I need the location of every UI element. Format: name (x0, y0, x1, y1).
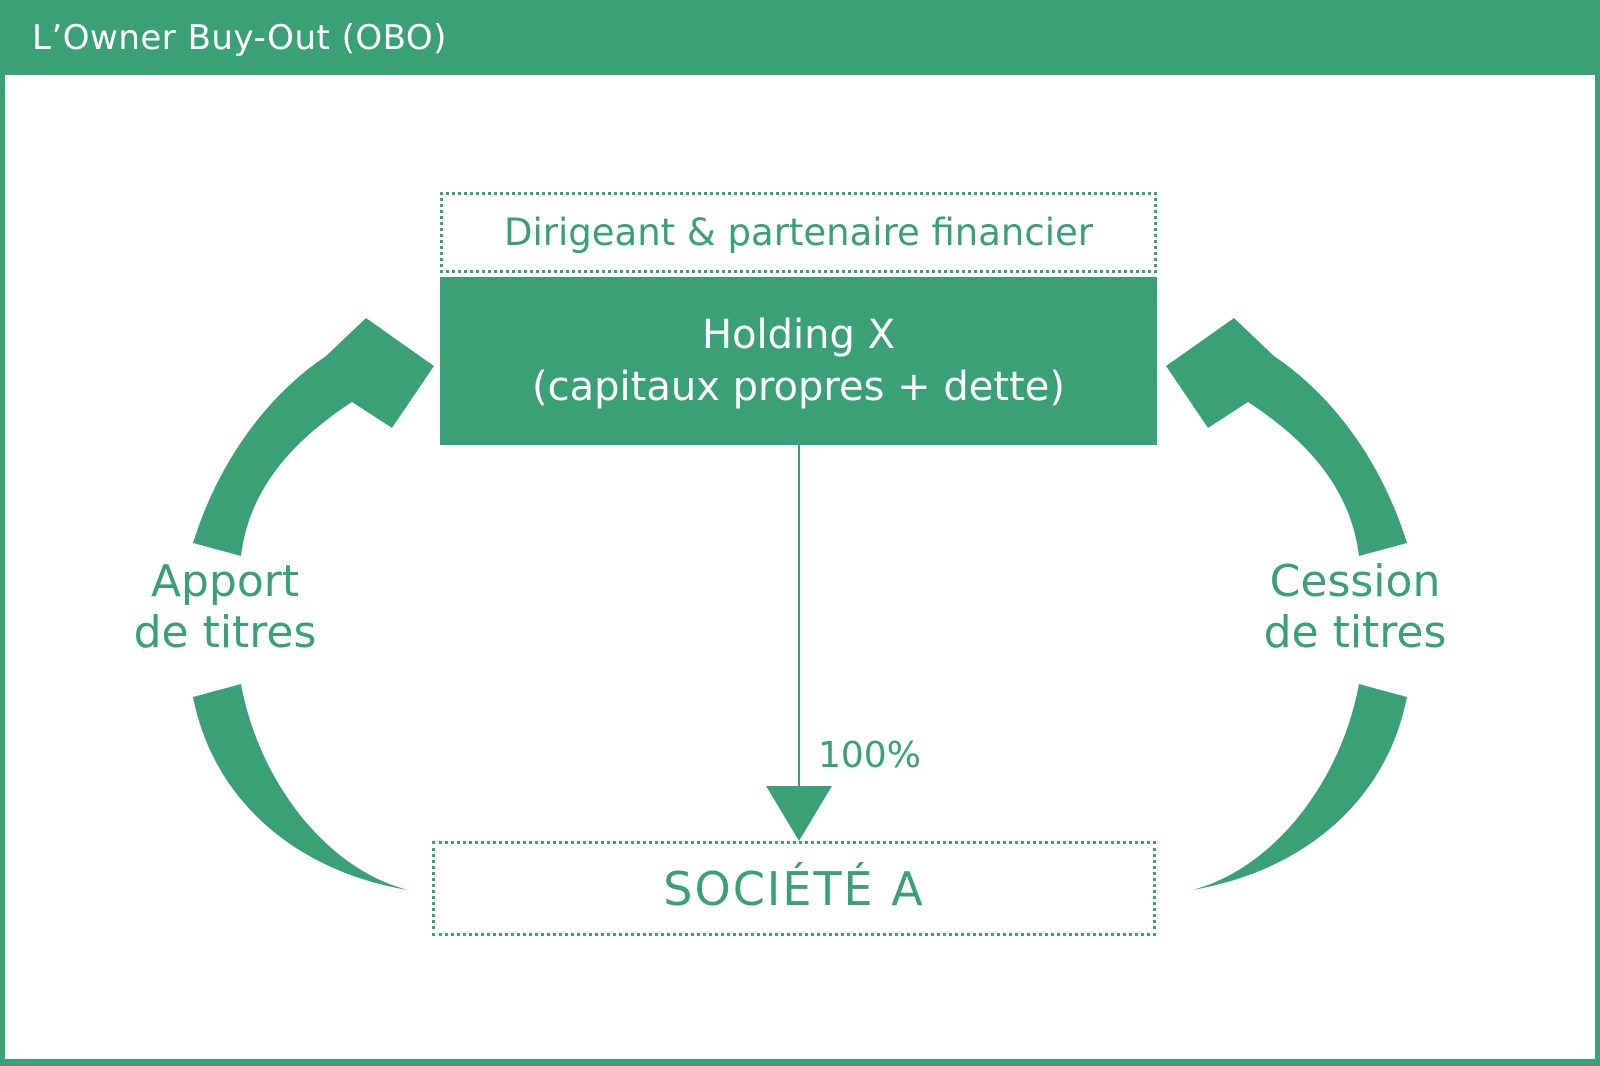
ownership-arrowhead-icon (766, 786, 832, 841)
cession-de-titres-label: Cession de titres (1225, 556, 1485, 658)
cession-label-line1: Cession (1269, 556, 1441, 607)
apport-label-line2: de titres (133, 607, 317, 659)
societe-a-label: SOCIÉTÉ A (663, 861, 925, 916)
dirigeant-partenaire-box: Dirigeant & partenaire financier (440, 192, 1157, 273)
apport-curved-arrow-icon (193, 318, 434, 890)
societe-a-box: SOCIÉTÉ A (432, 841, 1156, 936)
ownership-percentage-label: 100% (818, 735, 921, 776)
diagram-title: L’Owner Buy-Out (OBO) (32, 17, 447, 58)
cession-label-line2: de titres (1263, 607, 1447, 659)
holding-name: Holding X (701, 312, 896, 358)
apport-label-line1: Apport (150, 556, 300, 607)
title-bar: L’Owner Buy-Out (OBO) (0, 0, 1600, 75)
apport-de-titres-label: Apport de titres (95, 556, 355, 658)
cession-curved-arrow-icon (1166, 318, 1407, 890)
ownership-arrow-icon (766, 445, 832, 841)
apport-arrow-lower-segment (193, 684, 408, 890)
cession-arrow-upper-segment (1166, 318, 1407, 556)
cession-arrow-lower-segment (1192, 684, 1407, 890)
holding-box: Holding X (capitaux propres + dette) (440, 277, 1157, 445)
apport-arrow-upper-segment (193, 318, 434, 556)
dirigeant-partenaire-label: Dirigeant & partenaire financier (504, 211, 1093, 254)
holding-subtitle: (capitaux propres + dette) (532, 364, 1065, 410)
